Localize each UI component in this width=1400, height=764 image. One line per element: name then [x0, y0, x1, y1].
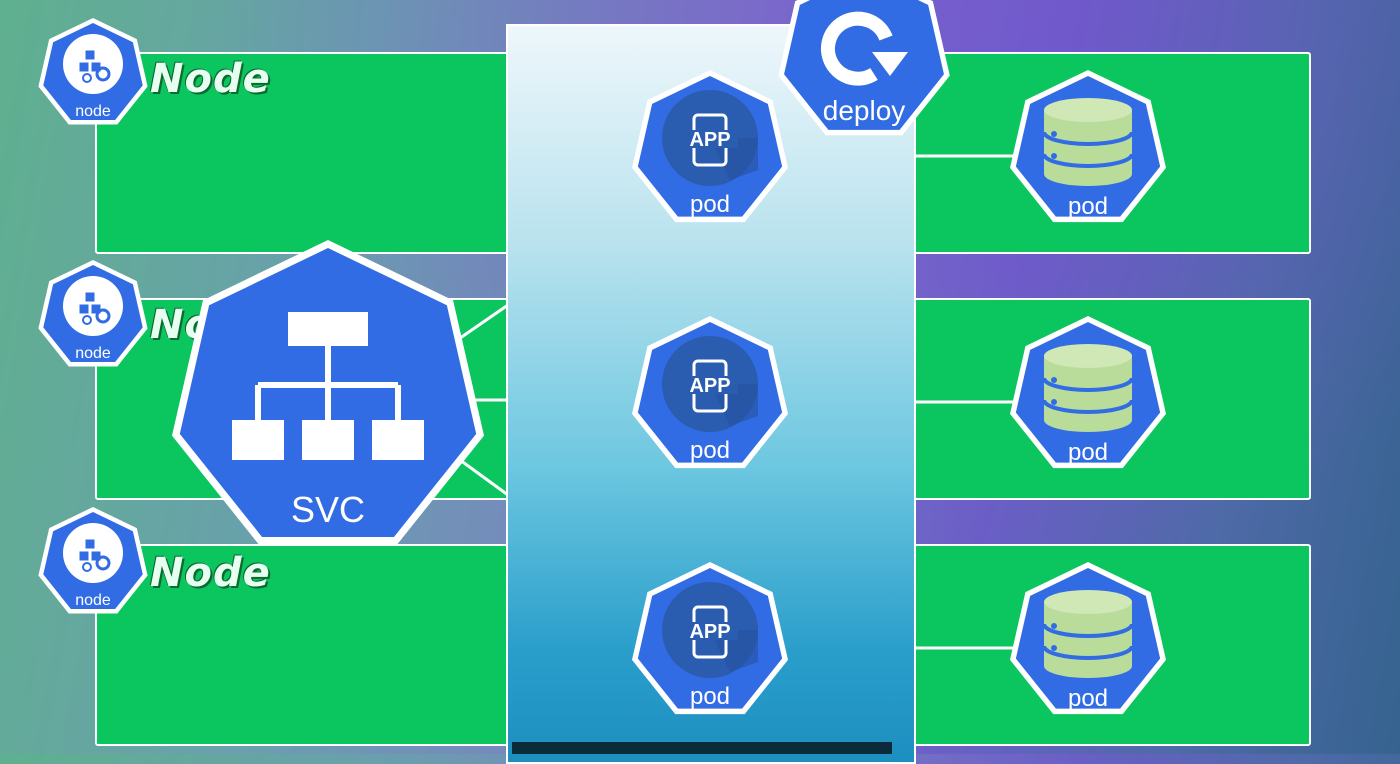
app-text-1: APP: [689, 129, 730, 151]
subtitle-strip: [512, 742, 892, 754]
phone-icon: [682, 605, 738, 659]
phone-icon: [682, 113, 738, 167]
node-badge-text-3: node: [75, 592, 111, 609]
db-pod-label-3: pod: [1068, 685, 1108, 712]
db-pod-3: pod: [1010, 562, 1166, 715]
app-pod-3: APP pod: [632, 562, 788, 715]
refresh-arrow-icon: [820, 11, 908, 86]
database-icon: [1042, 590, 1134, 678]
node-badge-1: node: [38, 18, 148, 125]
svc-label: SVC: [291, 489, 365, 530]
deploy-badge: deploy: [778, 0, 950, 136]
hierarchy-icon: [232, 312, 424, 460]
app-text-2: APP: [689, 375, 730, 397]
db-pod-label-2: pod: [1068, 439, 1108, 466]
app-pod-label-1: pod: [690, 191, 730, 218]
db-pod-2: pod: [1010, 316, 1166, 469]
node-badge-2: node: [38, 260, 148, 367]
db-pod-label-1: pod: [1068, 193, 1108, 220]
node-label-1: Node: [150, 56, 271, 102]
app-pod-2: APP pod: [632, 316, 788, 469]
app-pod-1: APP pod: [632, 70, 788, 223]
node-badge-3: node: [38, 507, 148, 614]
node-badge-text-1: node: [75, 103, 111, 120]
database-icon: [1042, 98, 1134, 186]
svc-badge: SVC: [172, 240, 484, 545]
node-badge-text-2: node: [75, 345, 111, 362]
node-label-3: Node: [150, 550, 271, 596]
svc-link-3: [459, 458, 509, 497]
phone-icon: [682, 359, 738, 413]
app-pod-label-3: pod: [690, 683, 730, 710]
app-pod-label-2: pod: [690, 437, 730, 464]
deploy-label: deploy: [823, 95, 906, 126]
app-text-3: APP: [689, 621, 730, 643]
database-icon: [1042, 344, 1134, 432]
db-pod-1: pod: [1010, 70, 1166, 223]
